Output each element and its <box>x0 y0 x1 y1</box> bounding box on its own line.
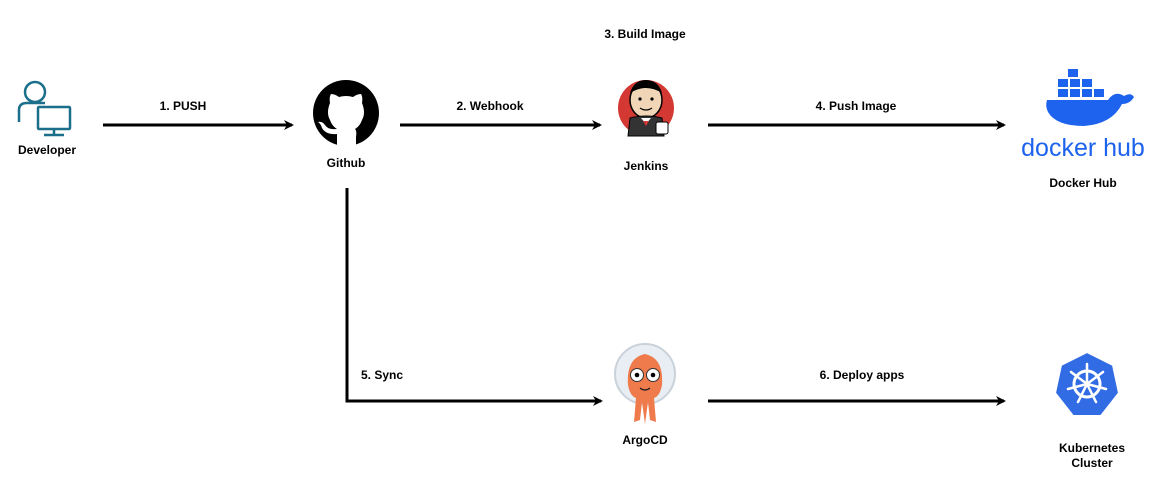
github-label: Github <box>326 156 366 170</box>
docker-hub-logo-text: docker hub <box>1021 134 1145 162</box>
jenkins-label: Jenkins <box>623 159 669 173</box>
argocd-icon <box>614 343 676 424</box>
edge-webhook-label: 2. Webhook <box>456 99 524 113</box>
kubernetes-label-line1: Kubernetes <box>1058 441 1126 455</box>
developer-icon <box>17 80 72 137</box>
argocd-label: ArgoCD <box>622 433 668 447</box>
jenkins-icon <box>618 80 674 137</box>
edge-sync-arrow <box>345 188 603 406</box>
edge-push-image-label: 4. Push Image <box>815 99 897 113</box>
edge-deploy-label: 6. Deploy apps <box>819 368 905 382</box>
edge-build-label: 3. Build Image <box>604 27 686 41</box>
edge-sync-label: 5. Sync <box>361 368 404 382</box>
kubernetes-label-line2: Cluster <box>1071 456 1113 470</box>
developer-label: Developer <box>17 143 77 157</box>
docker-hub-label: Docker Hub <box>1049 176 1117 190</box>
edge-push-label: 1. PUSH <box>159 99 207 113</box>
kubernetes-label: Kubernetes Cluster <box>1059 441 1125 471</box>
docker-hub-icon <box>1046 69 1134 126</box>
kubernetes-icon <box>1053 350 1121 417</box>
github-icon <box>313 80 379 146</box>
